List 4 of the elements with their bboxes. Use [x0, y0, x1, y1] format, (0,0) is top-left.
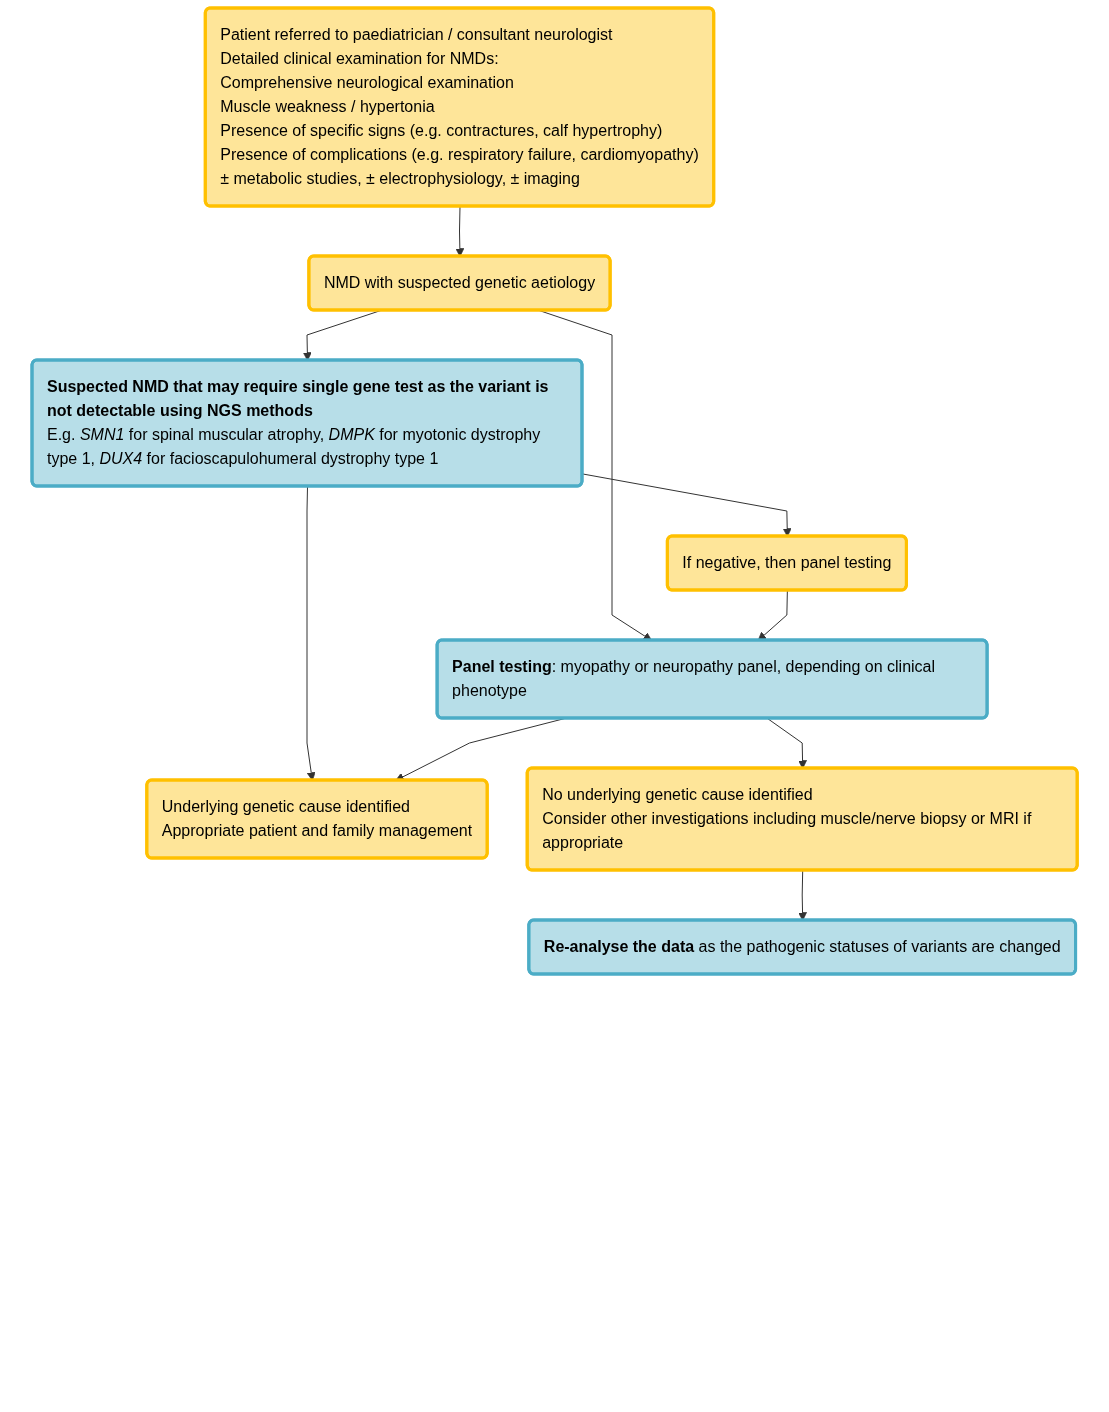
arrow [455, 206, 465, 257]
arrow [581, 473, 792, 537]
arrow [757, 590, 788, 641]
arrow [798, 870, 807, 921]
